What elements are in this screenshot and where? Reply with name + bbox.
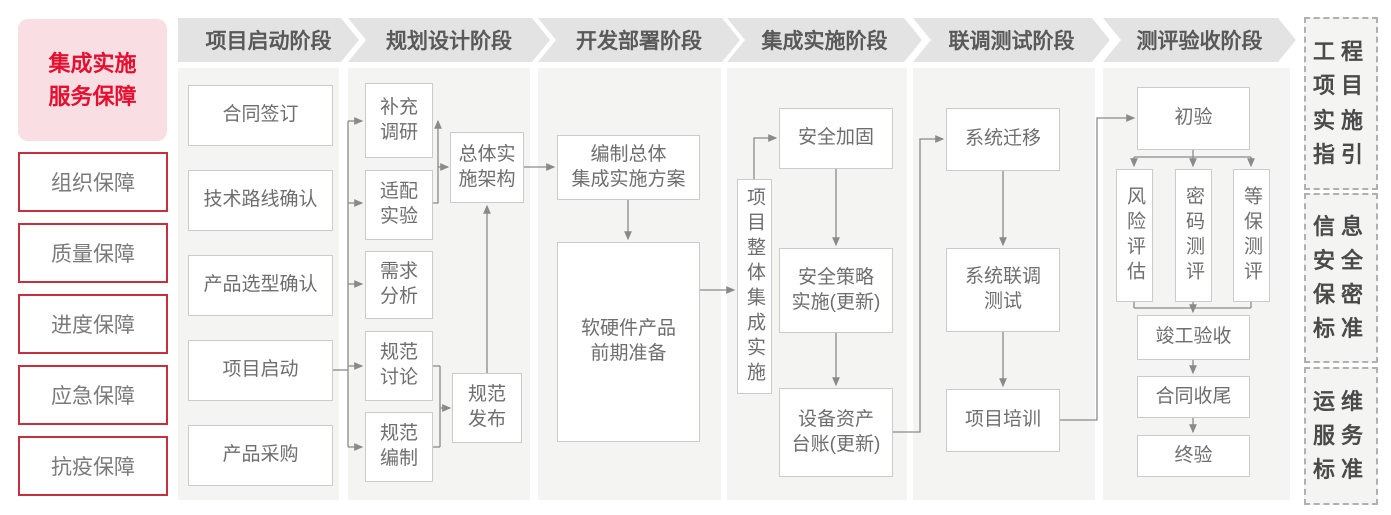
guarantee-epidemic: 抗疫保障 [18,436,168,496]
node-overall-architecture: 总体实 施架构 [450,132,524,203]
node-security-policy-impl: 安全策略 实施(更新) [779,248,893,333]
standard-engineering-guide: 工程 项目 实施 指引 [1304,17,1378,190]
diagram-title: 集成实施 服务保障 [18,19,167,141]
node-overall-integration-plan: 编制总体 集成实施方案 [557,135,700,200]
node-project-training: 项目培训 [946,389,1060,452]
guarantee-organization: 组织保障 [18,152,168,212]
guarantee-quality: 质量保障 [18,223,168,283]
phase-header-deployment: 开发部署阶段 [538,18,740,62]
node-adaptation-test: 适配 实验 [365,170,433,240]
node-supplementary-research: 补充 调研 [365,83,433,158]
node-product-selection: 产品选型确认 [188,255,333,316]
guarantee-schedule: 进度保障 [18,294,168,354]
node-crypto-evaluation: 密码测评 [1175,169,1212,302]
node-hw-sw-preparation: 软硬件产品 前期准备 [557,242,700,442]
node-joint-debugging-test: 系统联调 测试 [946,248,1060,332]
node-preliminary-acceptance: 初验 [1137,87,1250,150]
standard-info-security: 信息 安全 保密 标准 [1304,193,1378,363]
node-asset-ledger-update: 设备资产 台账(更新) [779,388,893,477]
node-spec-discussion: 规范 讨论 [365,331,433,401]
node-project-kickoff: 项目启动 [188,340,333,401]
node-spec-drafting: 规范 编制 [365,412,433,482]
phase-header-integration: 集成实施阶段 [727,18,922,62]
node-system-migration: 系统迁移 [946,108,1060,171]
guarantee-emergency: 应急保障 [18,365,168,425]
node-contract-signing: 合同签订 [188,85,333,146]
phase-header-kickoff: 项目启动阶段 [178,18,359,62]
phase-header-acceptance: 测评验收阶段 [1103,18,1296,62]
node-contract-closure: 合同收尾 [1137,376,1250,418]
node-tech-route-confirm: 技术路线确认 [188,170,333,231]
standard-ops-service: 运维 服务 标准 [1304,367,1378,505]
node-spec-release: 规范 发布 [452,373,522,443]
node-overall-integration-impl: 项目整体集成实施 [737,179,772,394]
node-security-hardening: 安全加固 [779,108,893,169]
node-final-acceptance: 终验 [1137,435,1250,477]
node-product-procurement: 产品采购 [188,425,333,486]
node-completion-acceptance: 竣工验收 [1137,315,1250,360]
phase-header-planning: 规划设计阶段 [348,18,550,62]
node-risk-assessment: 风险评估 [1116,169,1153,302]
node-requirement-analysis: 需求 分析 [365,251,433,319]
node-mlps-evaluation: 等保测评 [1233,169,1270,302]
phase-header-testing: 联调测试阶段 [913,18,1110,62]
